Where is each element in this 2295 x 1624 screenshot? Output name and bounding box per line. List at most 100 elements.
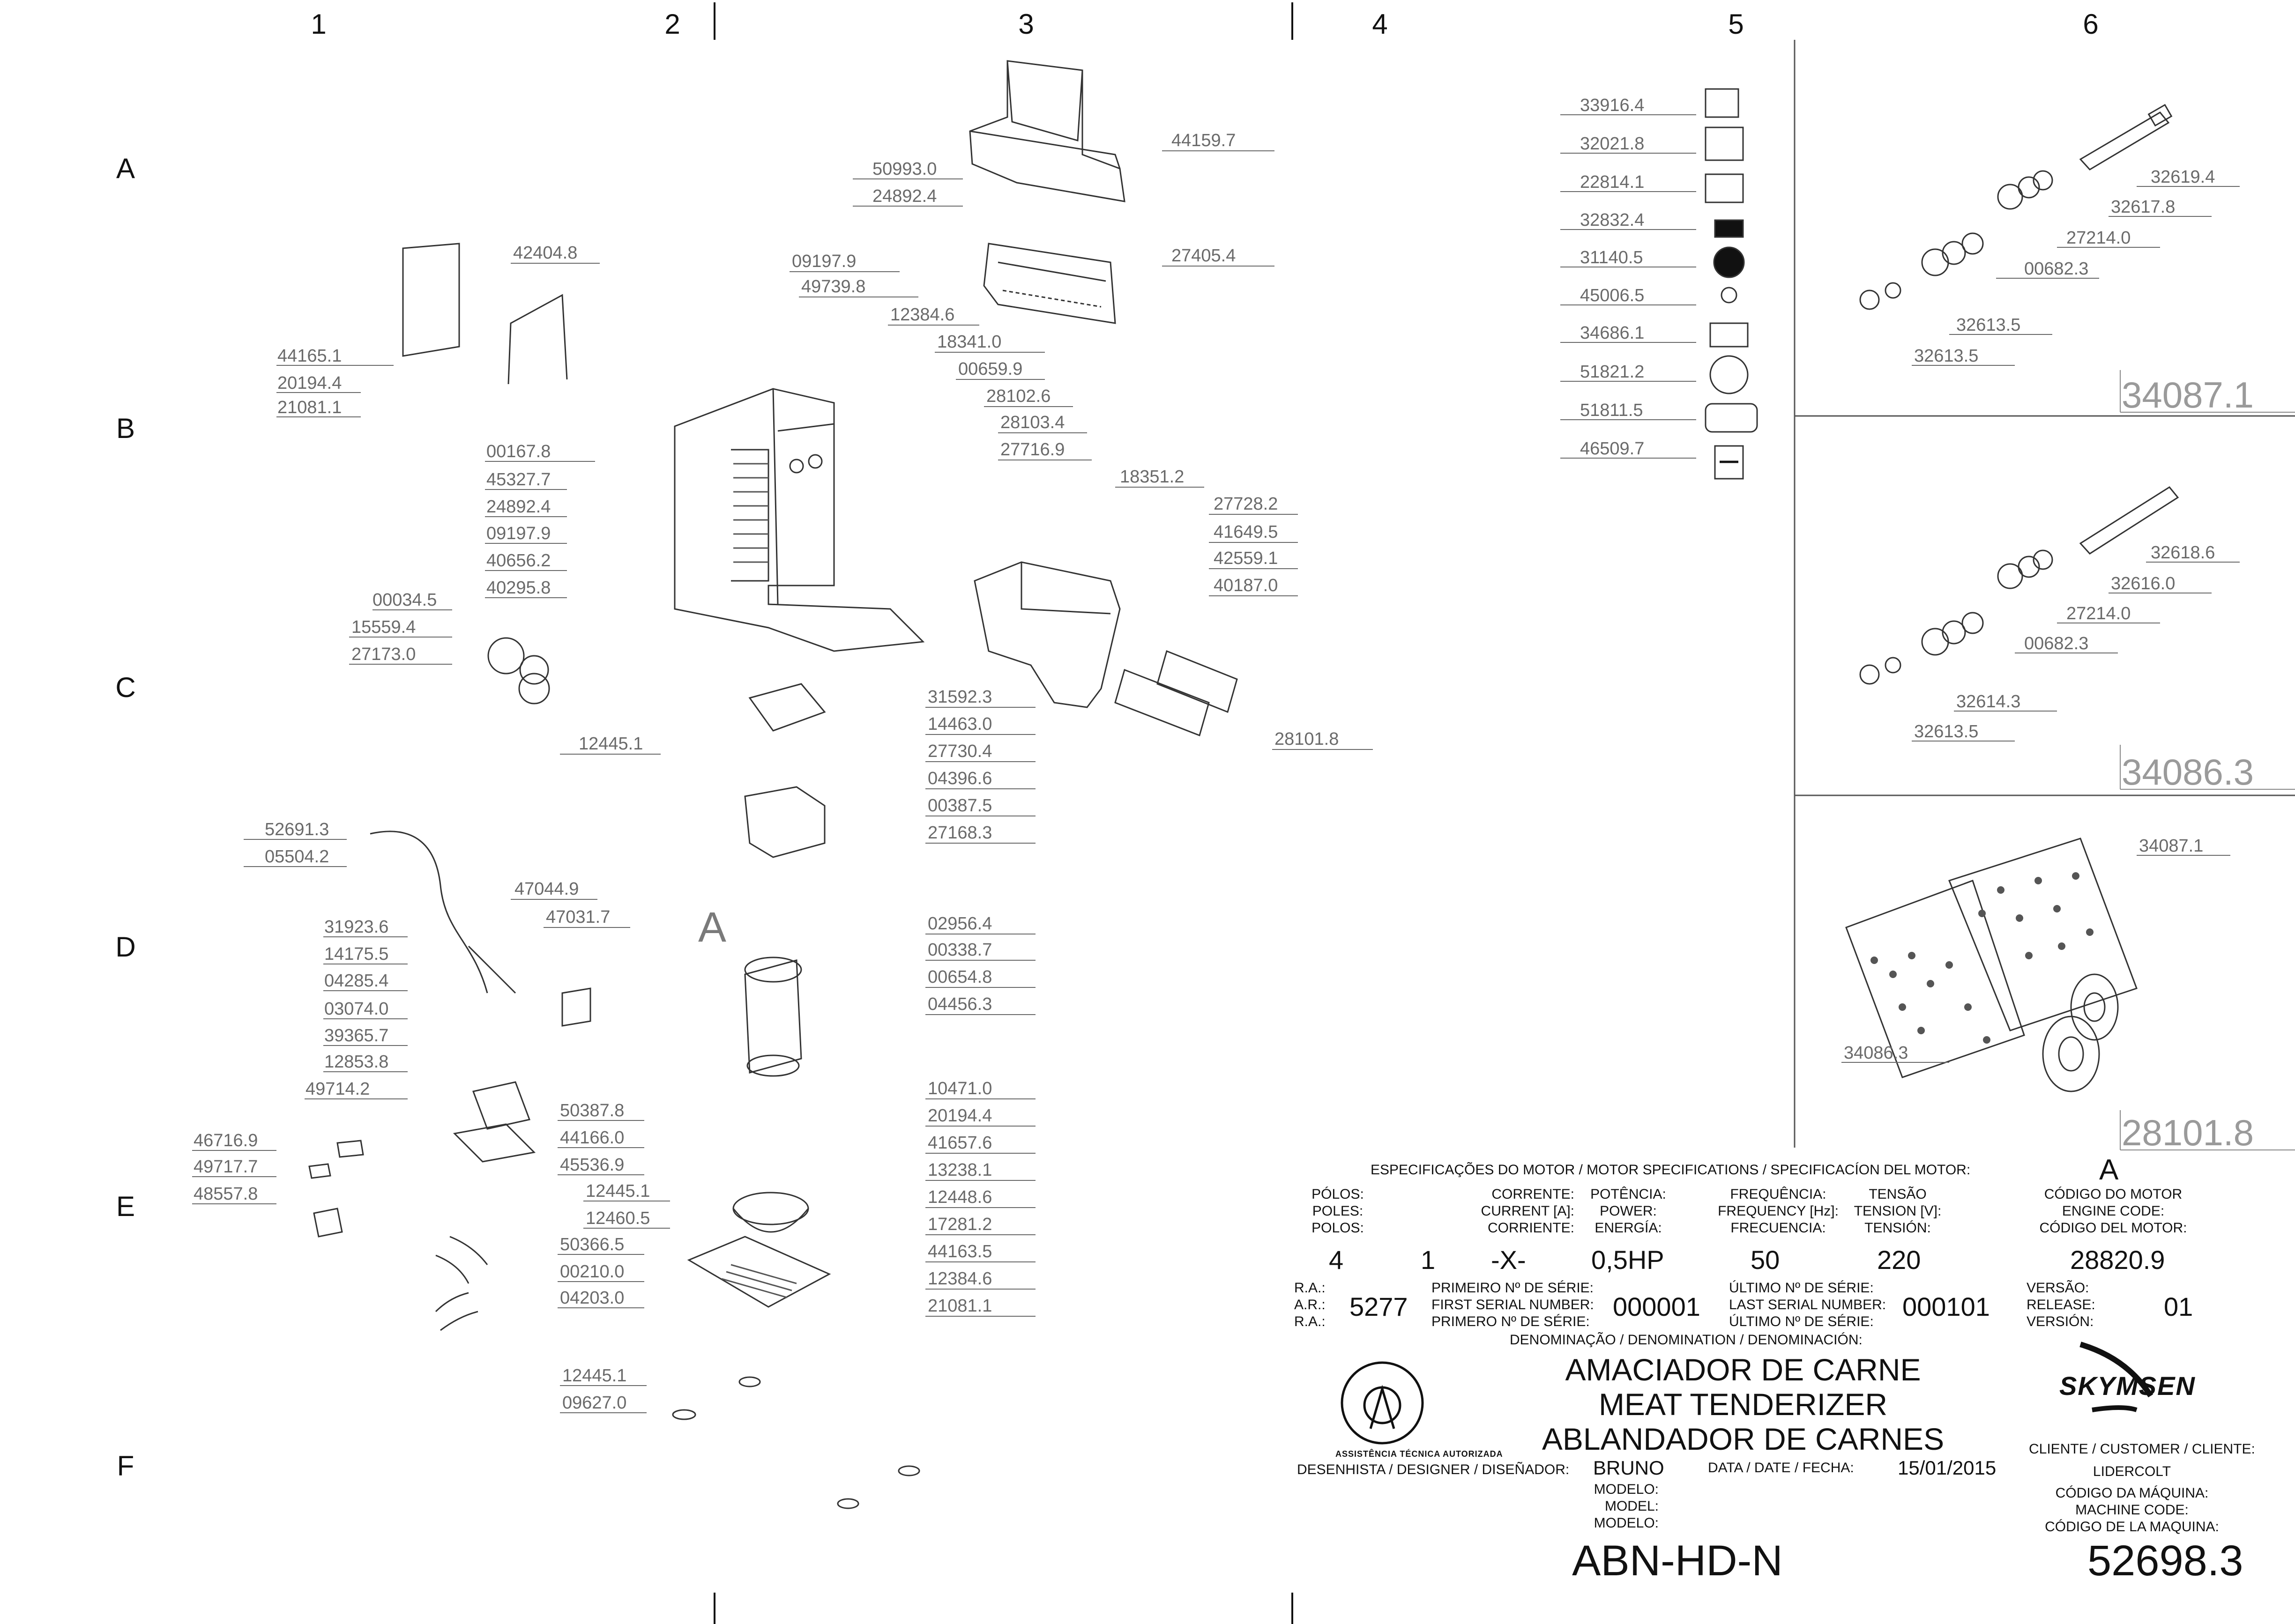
motor-code-letter: A <box>2099 1154 2119 1186</box>
callout-l-00167-8: 00167.8 <box>486 442 551 461</box>
decal-icons <box>1705 88 1758 480</box>
callout-l-40295-8: 40295.8 <box>486 578 551 598</box>
callout-l-44166-0: 44166.0 <box>560 1128 624 1148</box>
power-label-pt: POTÊNCIA: <box>1590 1186 1666 1202</box>
callout-c-00654-8: 00654.8 <box>928 967 992 987</box>
ra-label-en: A.R.: <box>1294 1297 1326 1313</box>
roller-part-32613-5-c: 32613.5 <box>1914 722 1978 742</box>
callout-c-44163-5: 44163.5 <box>928 1242 992 1261</box>
callout-c-12384-6-b: 12384.6 <box>928 1269 992 1289</box>
label-part-34686-1: 34686.1 <box>1580 323 1644 343</box>
grid-row-d: D <box>115 931 135 963</box>
callout-c-12448-6: 12448.6 <box>928 1187 992 1207</box>
callout-c-00387-5: 00387.5 <box>928 796 992 816</box>
callout-c-31592-3: 31592.3 <box>928 687 992 707</box>
callout-c-10471-0: 10471.0 <box>928 1079 992 1098</box>
callout-l-49717-7: 49717.7 <box>194 1157 258 1177</box>
label-part-31140-5: 31140.5 <box>1580 248 1643 267</box>
poles-label: PÓLOS: POLES: POLOS: <box>1300 1186 1375 1237</box>
model-label: MODELO: MODEL: MODELO: <box>1537 1481 1659 1532</box>
ra-label-pt: R.A.: <box>1294 1280 1326 1296</box>
callout-l-15559-4: 15559.4 <box>351 617 416 637</box>
ra-value: 5277 <box>1349 1292 1408 1321</box>
callout-c-02956-4: 02956.4 <box>928 914 992 934</box>
designer-label: DESENHISTA / DESIGNER / DISEÑADOR: <box>1297 1462 1570 1477</box>
callout-l-48557-8: 48557.8 <box>194 1184 258 1204</box>
callout-c-49739-8: 49739.8 <box>801 277 865 297</box>
frequency-label-pt: FREQUÊNCIA: <box>1730 1186 1826 1202</box>
roller-part-27214-0-b: 27214.0 <box>2066 604 2131 623</box>
callout-c-00659-9: 00659.9 <box>958 359 1022 379</box>
current-label-es: CORRIENTE: <box>1487 1220 1574 1236</box>
callout-l-04285-4: 04285.4 <box>324 971 388 991</box>
callout-l-12460-5: 12460.5 <box>586 1209 650 1228</box>
callout-l-47044-9: 47044.9 <box>514 879 579 899</box>
denomination-label: DENOMINAÇÃO / DENOMINATION / DENOMINACIÓ… <box>1510 1332 1863 1348</box>
machine-parts-art <box>308 60 1238 1509</box>
motor-spec-header: ESPECIFICAÇÕES DO MOTOR / MOTOR SPECIFIC… <box>1371 1162 1971 1178</box>
grid-col-4: 4 <box>1372 8 1387 40</box>
roller-part-32617-8: 32617.8 <box>2111 197 2175 217</box>
roller-part-32613-5: 32613.5 <box>1956 315 2020 335</box>
release-label: VERSÃO: RELEASE: VERSIÓN: <box>2027 1280 2095 1330</box>
machine-code-value: 52698.3 <box>2087 1537 2243 1585</box>
callout-l-20194-4: 20194.4 <box>277 373 342 393</box>
callout-c-44159-7: 44159.7 <box>1171 131 1236 150</box>
voltage-label: TENSÃO TENSION [V]: TENSIÓN: <box>1846 1186 1949 1237</box>
callout-l-12853-8: 12853.8 <box>324 1052 388 1072</box>
callout-c-42559-1: 42559.1 <box>1214 549 1278 568</box>
first-serial-label-pt: PRIMEIRO Nº DE SÉRIE: <box>1431 1280 1594 1296</box>
label-part-51811-5: 51811.5 <box>1580 400 1643 420</box>
title-portuguese: AMACIADOR DE CARNE <box>1565 1352 1921 1387</box>
callout-c-18351-2: 18351.2 <box>1120 467 1184 487</box>
current-label: CORRENTE: CURRENT [A]: CORRIENTE: <box>1424 1186 1574 1237</box>
callout-c-04396-6: 04396.6 <box>928 769 992 788</box>
authorized-service-seal <box>1341 1361 1424 1445</box>
roller-part-00682-3-b: 00682.3 <box>2024 634 2088 653</box>
callout-l-40656-2: 40656.2 <box>486 551 551 571</box>
callout-c-27405-4: 27405.4 <box>1171 246 1236 266</box>
release-label-pt: VERSÃO: <box>2027 1280 2089 1296</box>
release-value: 01 <box>2164 1292 2193 1321</box>
last-serial-label-es: ÚLTIMO Nº DE SÉRIE: <box>1729 1314 1874 1329</box>
roller-part-32618-6: 32618.6 <box>2151 543 2215 563</box>
callout-l-14175-5: 14175.5 <box>324 944 388 964</box>
callout-l-12445-1: 12445.1 <box>579 734 643 754</box>
callout-c-40187-0: 40187.0 <box>1214 576 1278 595</box>
voltage-label-es: TENSIÓN: <box>1864 1220 1931 1236</box>
callout-l-39365-7: 39365.7 <box>324 1026 388 1046</box>
grid-col-6: 6 <box>2083 8 2098 40</box>
roller-panel-frame <box>1794 40 2295 1148</box>
roller-part-00682-3: 00682.3 <box>2024 259 2088 279</box>
roller-assembly-art <box>1845 104 2179 1092</box>
callout-l-45327-7: 45327.7 <box>486 470 551 489</box>
assembly-34086-3: 34086.3 <box>2122 751 2254 793</box>
model-label-pt: MODELO: <box>1594 1482 1659 1497</box>
engine-code-label-en: ENGINE CODE: <box>2062 1203 2165 1219</box>
callout-l-09627-0: 09627.0 <box>562 1393 626 1413</box>
label-part-32021-8: 32021.8 <box>1580 134 1644 154</box>
frequency-label-es: FRECUENCIA: <box>1730 1220 1826 1236</box>
callout-c-41649-5: 41649.5 <box>1214 522 1278 542</box>
callout-l-50387-8: 50387.8 <box>560 1101 624 1120</box>
last-serial-label: ÚLTIMO Nº DE SÉRIE: LAST SERIAL NUMBER: … <box>1729 1280 1886 1330</box>
current-label-pt: CORRENTE: <box>1491 1186 1574 1202</box>
callout-c-28101-8: 28101.8 <box>1274 729 1339 749</box>
grid-row-c: C <box>115 672 135 703</box>
callout-c-24892-4: 24892.4 <box>872 186 937 206</box>
last-serial-label-pt: ÚLTIMO Nº DE SÉRIE: <box>1729 1280 1874 1296</box>
callouts-center: 50993.0 24892.4 44159.7 27405.4 09197.9 … <box>790 131 1373 1317</box>
callout-c-13238-1: 13238.1 <box>928 1160 992 1180</box>
callout-c-20194-4: 20194.4 <box>928 1106 992 1126</box>
date-value: 15/01/2015 <box>1898 1457 1997 1479</box>
model-value: ABN-HD-N <box>1572 1537 1783 1585</box>
frequency-value: 50 <box>1751 1245 1780 1275</box>
title-spanish: ABLANDADOR DE CARNES <box>1542 1422 1945 1456</box>
roller-part-34087-1: 34087.1 <box>2139 836 2203 856</box>
callout-l-12445-1-c: 12445.1 <box>562 1366 626 1386</box>
callout-l-42404-8: 42404.8 <box>513 243 577 263</box>
first-serial-value: 000001 <box>1613 1292 1700 1321</box>
callouts-rollers: 32619.4 32617.8 27214.0 00682.3 32613.5 … <box>1841 167 2295 1153</box>
date-label: DATA / DATE / FECHA: <box>1708 1460 1854 1476</box>
